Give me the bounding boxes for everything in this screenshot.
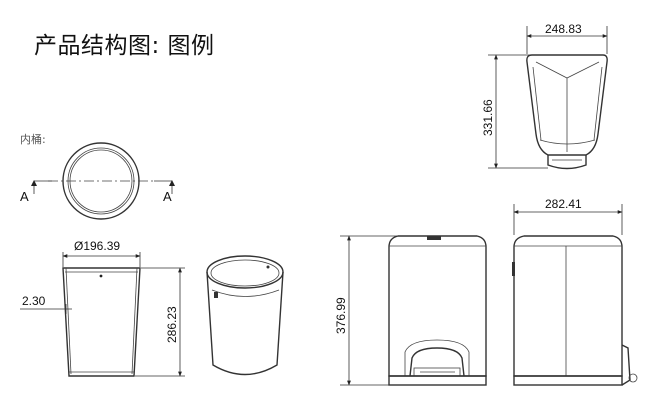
inner-bucket-label: 内桶: xyxy=(20,133,46,146)
inner-height-label: 286.23 xyxy=(165,306,179,343)
wall-dimension xyxy=(20,304,72,314)
side-depth-label: 282.41 xyxy=(545,197,582,211)
inner-bucket-3d-view xyxy=(206,255,284,376)
total-height-label: 376.99 xyxy=(334,297,348,334)
total-height-dimension xyxy=(340,235,398,386)
inner-height-dimension xyxy=(135,267,185,377)
top-depth-dimension xyxy=(488,54,548,169)
section-marker-right: A xyxy=(163,189,172,204)
top-width-label: 248.83 xyxy=(545,22,582,36)
section-marker-left: A xyxy=(20,189,29,204)
inner-bucket-top-view xyxy=(31,142,175,220)
top-depth-label: 331.66 xyxy=(481,99,495,136)
inner-bucket-side-view xyxy=(62,267,141,377)
page-title: 产品结构图: 图例 xyxy=(34,33,215,59)
wall-thickness-label: 2.30 xyxy=(22,294,46,308)
outer-side-view xyxy=(512,235,638,386)
outer-front-view xyxy=(388,235,487,386)
side-depth-dimension xyxy=(513,204,623,235)
diameter-label: Ø196.39 xyxy=(74,239,120,253)
top-width-dimension xyxy=(526,26,608,54)
diameter-dimension xyxy=(62,252,141,267)
outer-top-view xyxy=(526,54,608,170)
